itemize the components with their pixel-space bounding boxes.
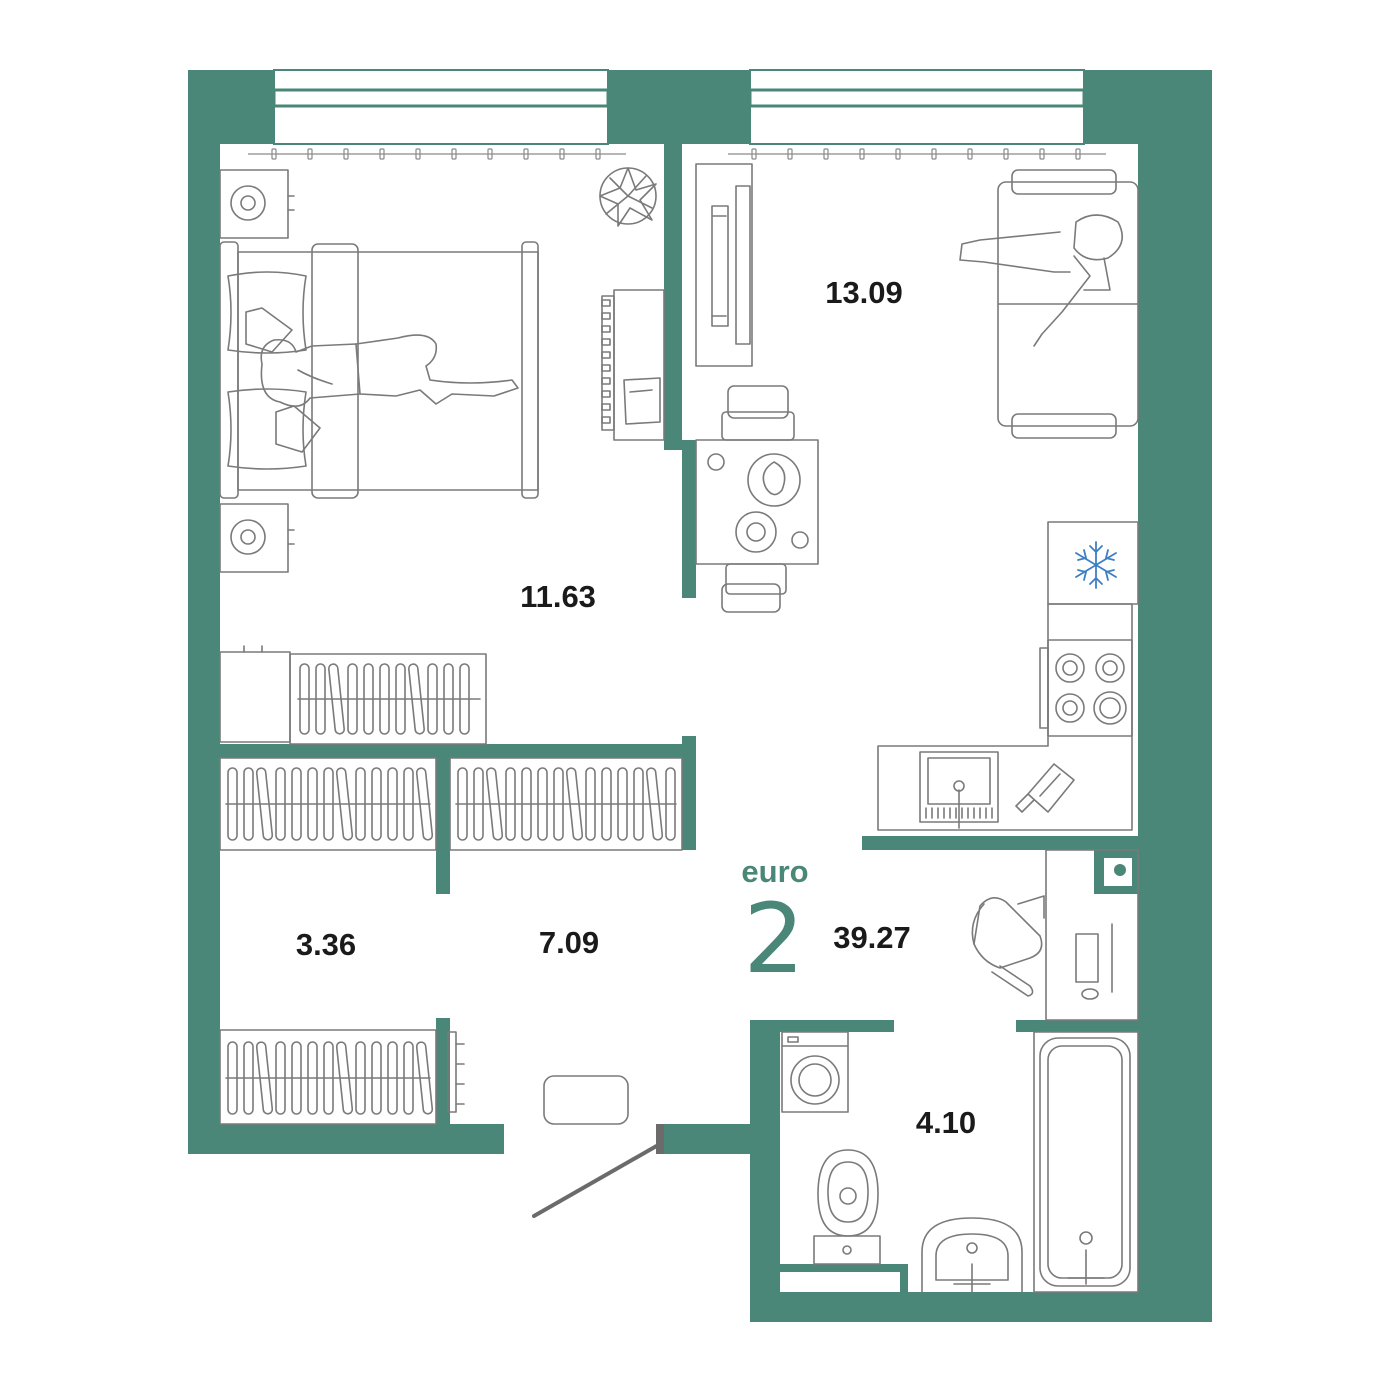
stove	[1039, 639, 1133, 737]
plant	[599, 167, 657, 227]
double-bed	[219, 241, 539, 499]
walls	[188, 70, 1212, 1322]
chair-top	[721, 385, 795, 441]
office-chair	[971, 895, 1045, 997]
total-area: 39.27	[833, 920, 911, 955]
sofa	[959, 169, 1139, 439]
shoe-rack	[447, 1031, 465, 1113]
window-living	[748, 69, 1086, 145]
hall-ottoman	[543, 1075, 629, 1125]
wardrobe-right	[449, 757, 683, 851]
wardrobe-bottom	[219, 1029, 437, 1125]
kitchen-counter	[877, 603, 1133, 831]
tv-stand	[695, 163, 753, 367]
washing-machine	[781, 1031, 849, 1113]
chair-bottom	[721, 563, 787, 613]
room-area-bathroom: 4.10	[916, 1105, 976, 1140]
room-labels: 11.63 13.09 3.36 7.09 4.10	[296, 275, 976, 1140]
curtain-rail-bedroom	[248, 148, 626, 160]
dresser-bedroom	[219, 645, 487, 745]
cutting-board	[1015, 763, 1075, 813]
snowflake-icon	[1075, 541, 1117, 589]
room-area-hallway: 7.09	[539, 925, 599, 960]
kitchen-sink	[919, 751, 999, 829]
wardrobe-left	[219, 757, 437, 851]
washbasin	[921, 1217, 1023, 1293]
room-area-bedroom: 11.63	[520, 579, 596, 614]
shaft-dot	[1114, 864, 1126, 876]
window-bedroom	[272, 69, 610, 145]
room-area-wardrobe: 3.36	[296, 927, 356, 962]
nightstand-bottom	[219, 503, 295, 573]
toilet	[813, 1149, 881, 1265]
nightstand-top	[219, 169, 295, 239]
curtain-rail-living	[728, 148, 1106, 160]
work-desk	[1045, 849, 1139, 1021]
room-area-living: 13.09	[825, 275, 903, 310]
bathtub	[1033, 1031, 1139, 1293]
plan-summary: euro 2 39.27	[741, 854, 910, 995]
entrance-door	[532, 1124, 664, 1218]
rooms-count: 2	[743, 883, 804, 995]
desk-bedroom	[601, 289, 665, 441]
dining-table	[695, 439, 819, 565]
plan-type-label: euro	[741, 854, 808, 889]
